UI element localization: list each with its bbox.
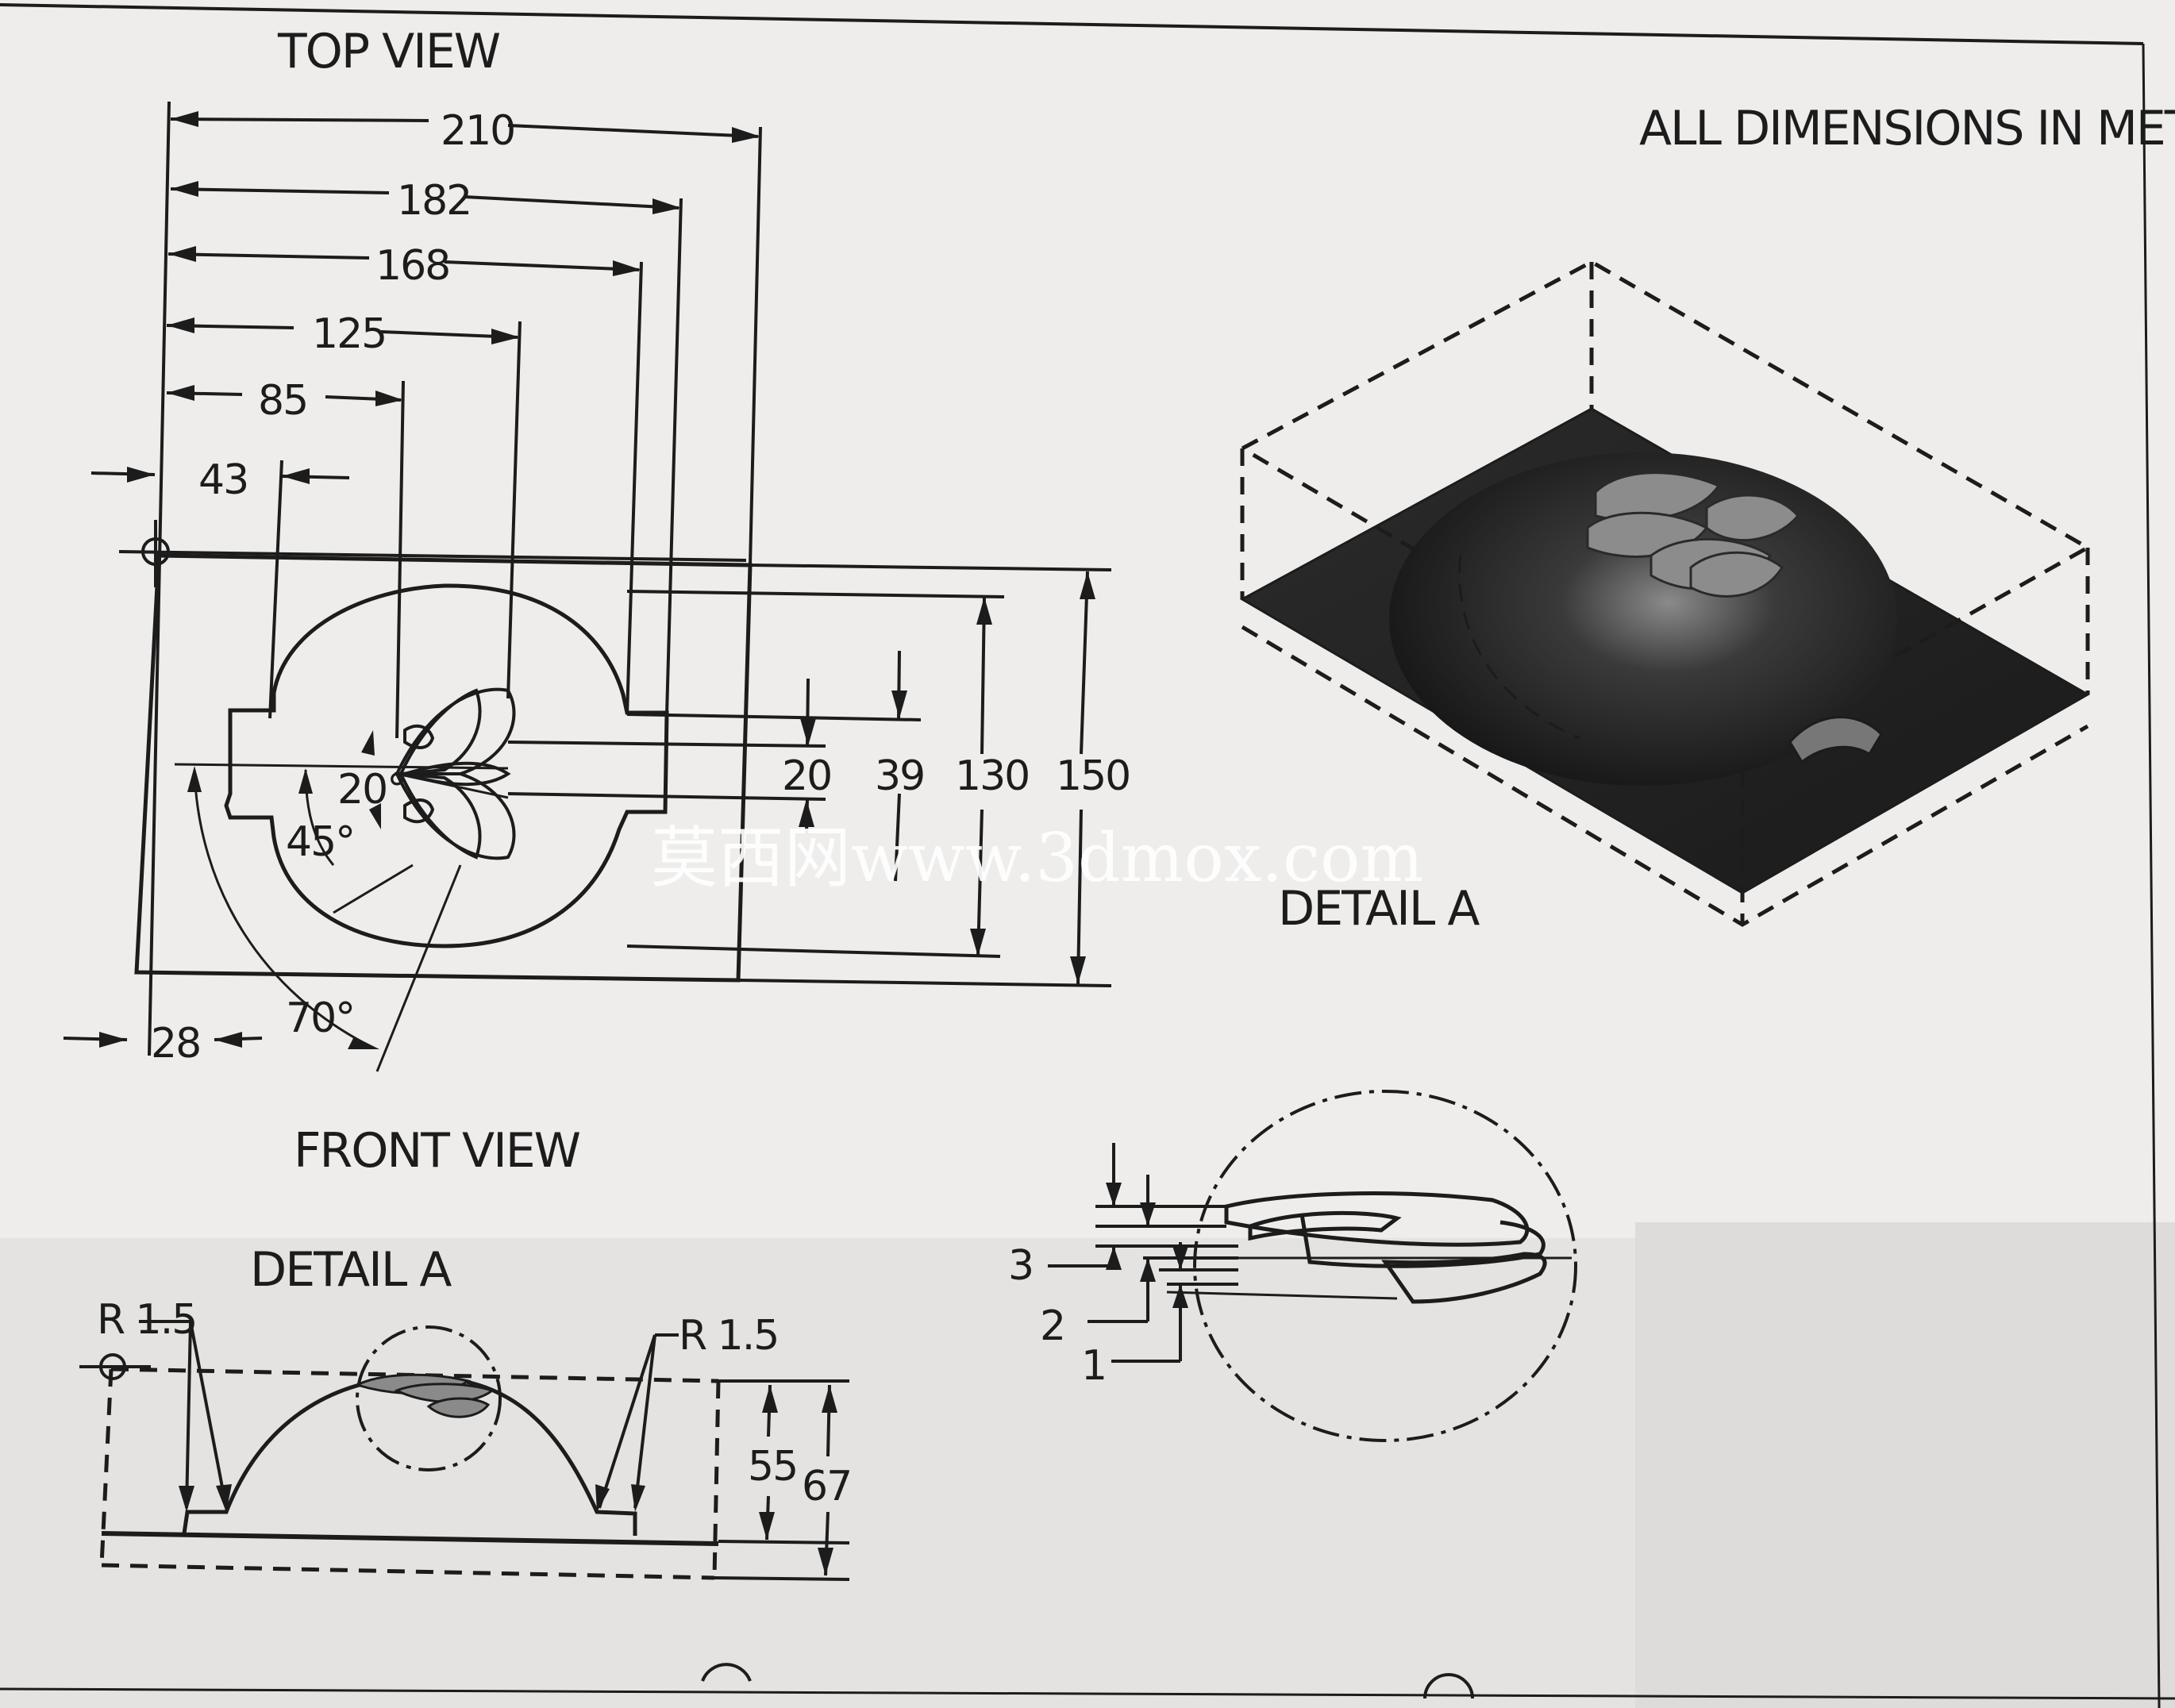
top-view-centerlines: [174, 763, 509, 1072]
dim-55: 55: [748, 1443, 797, 1491]
paper-noise-area: [1635, 1222, 2175, 1708]
front-radius-right: R 1.5: [679, 1312, 778, 1360]
top-view: TOP VIEW: [63, 24, 1131, 1072]
front-detail-label: DETAIL A: [250, 1242, 452, 1298]
angle-20: 20°: [337, 766, 406, 814]
paper-shadow-band: [0, 1238, 1635, 1708]
dim-130: 130: [955, 752, 1029, 800]
dim-20: 20: [782, 752, 831, 800]
lotus-motif-top: [394, 687, 516, 860]
dim-3: 3: [1008, 1242, 1033, 1290]
sheet-top-border: [0, 3, 2144, 45]
front-view-envelope: [99, 1367, 721, 1580]
front-height-arrowheads: [759, 1385, 837, 1575]
top-view-title: TOP VIEW: [277, 24, 500, 79]
dim-85: 85: [258, 377, 307, 425]
top-view-vertical-arrowheads: [799, 571, 1095, 984]
detail-dim-arrowheads: [1106, 1183, 1188, 1308]
punch-hole-right: [1423, 1673, 1474, 1699]
dim-1: 1: [1081, 1342, 1106, 1390]
front-leaders: [139, 1320, 679, 1509]
dim-210: 210: [441, 107, 514, 155]
iso-dome-side-bump: [1788, 716, 1883, 764]
watermark: 莫西网www.3dmox.com: [651, 819, 1423, 897]
dim-2: 2: [1040, 1302, 1064, 1350]
top-view-horizontal-dimensions: [63, 101, 762, 1056]
sheet-bottom-border: [0, 1687, 2175, 1700]
iso-detail-label: DETAIL A: [1278, 881, 1480, 937]
iso-lotus: [1586, 471, 1800, 598]
dim-43: 43: [198, 456, 248, 504]
top-view-arrowheads: [99, 111, 760, 1048]
front-view: FRONT VIEW DETAIL A: [79, 1123, 853, 1581]
origin-marker-top: [118, 520, 747, 587]
dim-182: 182: [397, 177, 471, 225]
angle-45: 45°: [286, 818, 354, 866]
sheet-right-border: [2142, 43, 2161, 1708]
front-detail-circle: [356, 1325, 502, 1471]
detail-circle: [1193, 1090, 1577, 1442]
angle-arrowheads: [187, 730, 381, 1049]
front-radius-left: R 1.5: [97, 1296, 196, 1344]
detail-dims: [1048, 1143, 1238, 1363]
front-leader-arrowheads: [179, 1484, 645, 1512]
dim-39: 39: [875, 752, 924, 800]
dim-67: 67: [802, 1463, 851, 1510]
dim-28: 28: [151, 1020, 200, 1068]
units-note: ALL DIMENSIONS IN METRIC: [1639, 101, 2175, 156]
dim-150: 150: [1056, 752, 1130, 800]
dim-125: 125: [312, 310, 386, 358]
front-view-title: FRONT VIEW: [294, 1123, 580, 1179]
top-view-basin-outline: [224, 583, 669, 948]
dim-168: 168: [375, 242, 449, 290]
front-lotus: [353, 1373, 495, 1418]
detail-base-line-2: [1166, 1291, 1398, 1300]
angle-70: 70°: [286, 994, 354, 1042]
front-view-base: [101, 1531, 719, 1546]
punch-hole-left: [701, 1663, 752, 1682]
detail-a-enlarged: 3 2 1: [1008, 1090, 1577, 1442]
origin-marker-front: [79, 1353, 151, 1380]
isometric-view: DETAIL A: [1239, 260, 2092, 937]
